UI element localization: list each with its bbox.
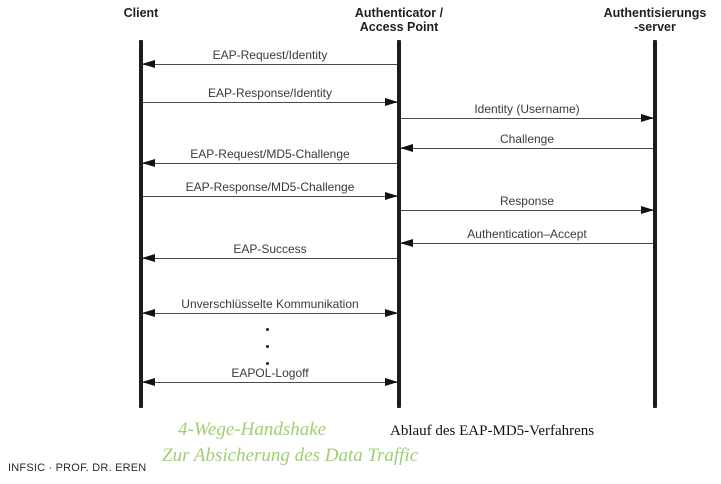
arrowhead-right-icon	[385, 98, 398, 106]
ellipsis-dot	[266, 345, 269, 348]
message-line	[401, 118, 653, 119]
message-line	[401, 210, 653, 211]
lifeline-authenticator	[397, 40, 401, 408]
message-line	[143, 382, 397, 383]
message-label: EAP-Request/Identity	[212, 48, 328, 62]
arrowhead-left-icon	[142, 309, 155, 317]
actor-header-authenticator: Authenticator /Access Point	[304, 6, 494, 34]
message-label: Unverschlüsselte Kommunikation	[181, 297, 359, 311]
message-line	[143, 64, 397, 65]
arrowhead-right-icon	[641, 206, 654, 214]
arrowhead-right-icon	[385, 309, 398, 317]
message-line	[143, 102, 397, 103]
actor-header-line: Authentisierungs	[603, 6, 707, 20]
ellipsis-dot	[266, 328, 269, 331]
caption-ablauf: Ablauf des EAP-MD5-Verfahrens	[390, 423, 595, 439]
arrowhead-left-icon	[142, 60, 155, 68]
arrowhead-left-icon	[400, 144, 413, 152]
actor-header-client: Client	[46, 6, 236, 20]
message-line	[143, 196, 397, 197]
arrowhead-left-icon	[142, 254, 155, 262]
message-line	[143, 163, 397, 164]
message-line	[143, 258, 397, 259]
actor-header-line: -server	[634, 20, 676, 34]
lifeline-client	[139, 40, 143, 408]
message-line	[401, 148, 653, 149]
message-label: EAP-Response/MD5-Challenge	[185, 180, 355, 194]
message-label: Authentication–Accept	[467, 227, 587, 241]
actor-header-line: Authenticator /	[354, 6, 444, 20]
message-label: Response	[499, 194, 555, 208]
message-label: EAP-Response/Identity	[207, 86, 333, 100]
message-label: EAP-Success	[233, 242, 307, 256]
arrowhead-right-icon	[641, 114, 654, 122]
arrowhead-left-icon	[142, 378, 155, 386]
lifeline-auth-server	[653, 40, 657, 408]
caption-absicherung: Zur Absicherung des Data Traffic	[162, 445, 419, 466]
arrowhead-left-icon	[142, 159, 155, 167]
footer-credit: INFSIC · PROF. DR. EREN	[8, 462, 147, 474]
message-label: EAPOL-Logoff	[231, 366, 309, 380]
message-label: Challenge	[499, 132, 555, 146]
message-label: EAP-Request/MD5-Challenge	[190, 147, 350, 161]
message-line	[143, 313, 397, 314]
caption-handshake: 4-Wege-Handshake	[178, 419, 327, 440]
ellipsis-dot	[266, 362, 269, 365]
actor-header-line: Access Point	[359, 20, 439, 34]
actor-header-auth-server: Authentisierungs-server	[560, 6, 721, 34]
actor-header-line: Client	[123, 6, 159, 20]
message-label: Identity (Username)	[474, 102, 580, 116]
message-line	[401, 243, 653, 244]
arrowhead-right-icon	[385, 192, 398, 200]
arrowhead-left-icon	[400, 239, 413, 247]
arrowhead-right-icon	[385, 378, 398, 386]
